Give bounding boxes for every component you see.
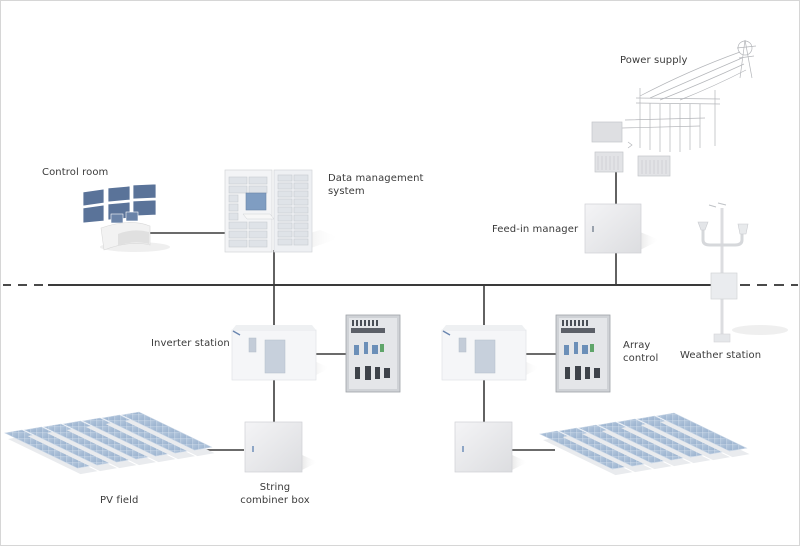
pv-panel-row	[121, 411, 213, 451]
substation-icon	[591, 39, 757, 177]
pv-field-2-solar-array-icon	[539, 412, 750, 476]
label-string-combiner-box: String combiner box	[240, 481, 310, 507]
label-data-management-system: Data management system	[328, 172, 424, 198]
label-data-management-line1: Data management	[328, 173, 424, 184]
control-room-desk-icon	[82, 183, 170, 252]
feed-in-manager-cabinet-icon	[584, 203, 660, 254]
inverter-station-1-icon	[231, 325, 330, 381]
label-control-room: Control room	[42, 167, 109, 178]
label-array-control: Array control	[623, 339, 658, 365]
pv-panel-row	[656, 412, 748, 452]
label-array-control-line2: control	[623, 353, 659, 364]
string-combiner-box-2-icon	[454, 421, 528, 473]
array-control-2-panel-icon	[555, 314, 611, 393]
connectors	[150, 170, 617, 451]
string-combiner-box-1-icon	[244, 421, 318, 473]
label-array-control-line1: Array	[623, 340, 651, 351]
label-power-supply: Power supply	[620, 55, 688, 66]
label-data-management-line2: system	[328, 186, 365, 197]
label-feed-in-manager: Feed-in manager	[492, 224, 579, 235]
label-inverter-station: Inverter station	[151, 338, 230, 349]
pv-field-1-solar-array-icon	[4, 411, 215, 475]
label-string-combiner-line1: String	[259, 482, 291, 493]
label-weather-station: Weather station	[680, 350, 762, 361]
weather-mast-icon	[697, 202, 788, 343]
label-string-combiner-line2: combiner box	[240, 495, 310, 506]
label-pv-field: PV field	[100, 495, 139, 506]
server-rack-icon	[224, 169, 340, 253]
inverter-station-2-icon	[441, 325, 540, 381]
array-control-1-panel-icon	[345, 314, 401, 393]
